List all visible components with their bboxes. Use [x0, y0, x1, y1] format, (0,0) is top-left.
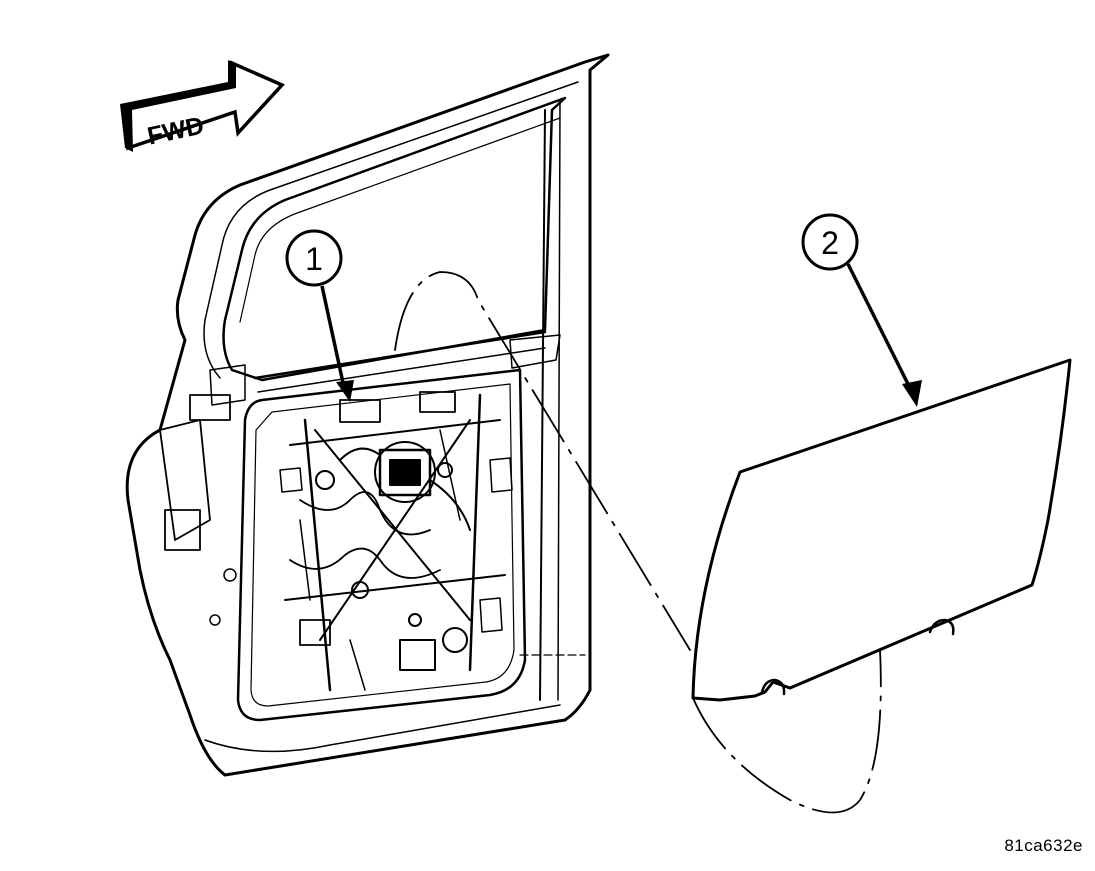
installation-path [394, 271, 882, 814]
callout-2-leader [846, 263, 914, 393]
sliding-door-shell [125, 53, 610, 777]
window-regulator [279, 391, 586, 692]
callout-1-circle [285, 229, 343, 287]
callout-1-number: 1 [305, 241, 323, 277]
callout-2: 2 [801, 213, 922, 407]
callout-1-arrowhead [336, 380, 354, 402]
callout-1: 1 [285, 229, 354, 402]
callout-1-leader [320, 285, 347, 393]
callout-2-circle [801, 213, 859, 271]
callout-2-arrowhead [902, 380, 922, 407]
fwd-arrow: FWD [120, 60, 285, 152]
window-glass [691, 358, 1072, 702]
callout-2-number: 2 [821, 225, 839, 261]
figure-code: 81ca632e [1004, 836, 1083, 855]
